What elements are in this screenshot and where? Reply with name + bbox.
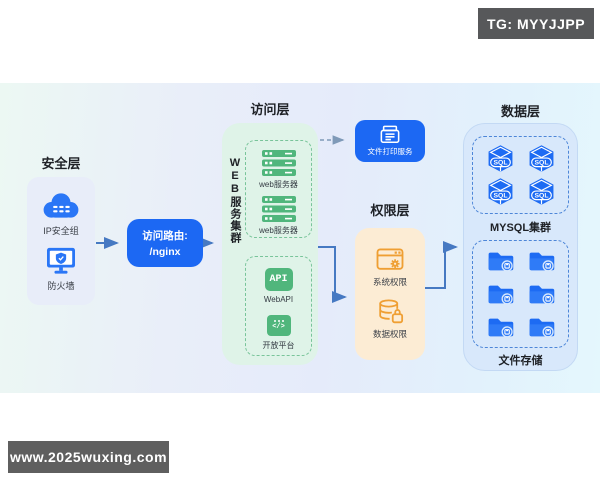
- sql-cube-icon: SQL: [488, 178, 512, 205]
- sql-cube-icon: SQL: [488, 145, 512, 172]
- access-layer-title: 访问层: [250, 102, 290, 117]
- folder-icon: [488, 252, 513, 272]
- platform-label: 开放平台: [262, 341, 295, 350]
- storage-group: [472, 240, 569, 348]
- printer-icon: [380, 125, 400, 144]
- security-panel: IP安全组 防火墙: [27, 177, 95, 305]
- file-storage-label: 文件存储: [498, 355, 543, 367]
- cloud-icon: [43, 192, 79, 218]
- svg-text:SQL: SQL: [493, 193, 507, 200]
- folder-icon: [529, 252, 554, 272]
- watermark-badge: www.2025wuxing.com: [8, 441, 169, 473]
- security-item-label: IP安全组: [43, 225, 79, 236]
- router-box: 访问路由: /nginx: [127, 219, 203, 267]
- web-server-label: web服务器: [259, 180, 298, 189]
- sql-cube-icon: SQL: [529, 145, 553, 172]
- api-icon: API: [264, 268, 293, 291]
- folder-icon: [529, 285, 554, 305]
- tg-badge: TG: MYYJJPP: [478, 8, 594, 39]
- window-dots-icon: [273, 320, 284, 322]
- code-glyph: </>: [272, 323, 285, 331]
- folder-icon: [529, 318, 554, 338]
- firewall-icon: [47, 247, 75, 274]
- svg-text:SQL: SQL: [534, 193, 548, 200]
- svg-text:SQL: SQL: [534, 160, 548, 167]
- api-platform-group: API WebAPI </> 开放平台: [245, 256, 312, 356]
- permission-layer-title: 权限层: [370, 203, 410, 218]
- folder-icon: [488, 285, 513, 305]
- permission-panel: 系统权限 数据权限: [355, 228, 425, 360]
- svg-text:SQL: SQL: [493, 160, 507, 167]
- router-line1: 访问路由:: [142, 230, 188, 242]
- mysql-group: SQL SQL SQL SQL: [472, 136, 569, 214]
- mysql-cluster-label: MYSQL集群: [489, 222, 552, 234]
- api-label: WebAPI: [263, 295, 294, 304]
- data-layer-title: 数据层: [500, 104, 540, 119]
- folder-icon: [488, 318, 513, 338]
- security-item-label: 防火墙: [47, 280, 75, 291]
- web-server-label: web服务器: [259, 226, 298, 235]
- web-cluster-label: WEB服务集群: [229, 157, 241, 244]
- system-permission-icon: [376, 248, 404, 270]
- server-icon: [261, 196, 296, 222]
- security-layer-title: 安全层: [41, 156, 81, 171]
- data-permission-label: 数据权限: [372, 329, 407, 339]
- system-permission-label: 系统权限: [372, 277, 407, 287]
- server-icon: [261, 150, 296, 176]
- code-icon: </>: [266, 315, 291, 336]
- router-line2: /nginx: [149, 246, 181, 258]
- sql-cube-icon: SQL: [529, 178, 553, 205]
- data-permission-icon: [378, 299, 403, 324]
- web-server-group: web服务器 web服务器: [245, 140, 312, 238]
- print-service-label: 文件打印服务: [367, 147, 413, 156]
- print-service-box: 文件打印服务: [355, 120, 425, 162]
